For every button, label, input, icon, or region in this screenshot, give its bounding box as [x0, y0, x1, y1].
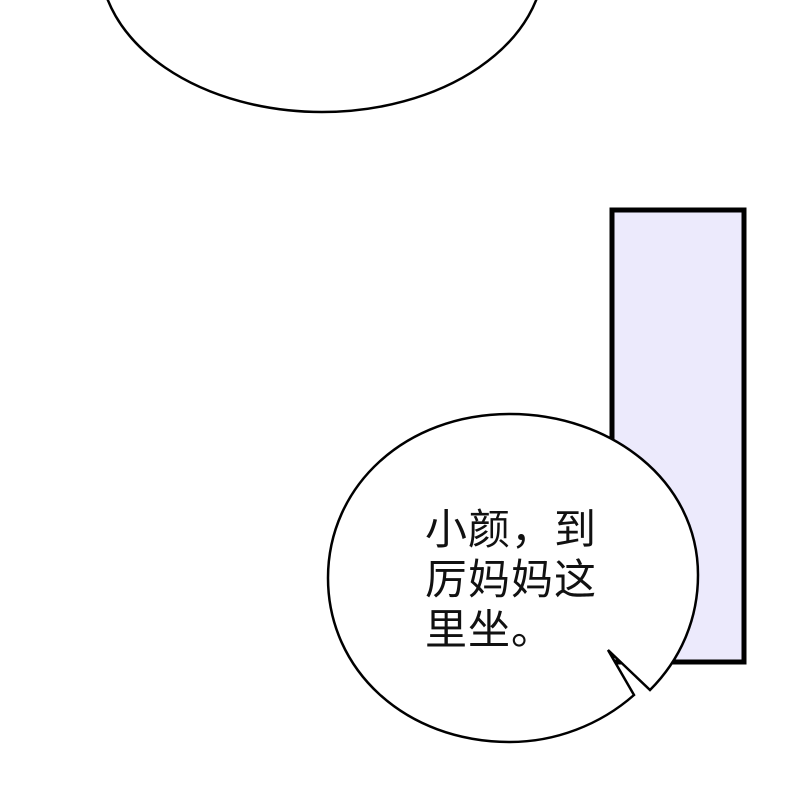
speech-bubble: [326, 412, 700, 744]
speech-bubble-text: 小颜，到 厉妈妈这 里坐。: [425, 505, 625, 655]
speech-line-1: 小颜，到: [425, 505, 598, 554]
speech-line-3: 里坐。: [425, 605, 555, 654]
speech-line-2: 厉妈妈这: [425, 555, 598, 604]
top-speech-bubble: [106, 0, 538, 114]
